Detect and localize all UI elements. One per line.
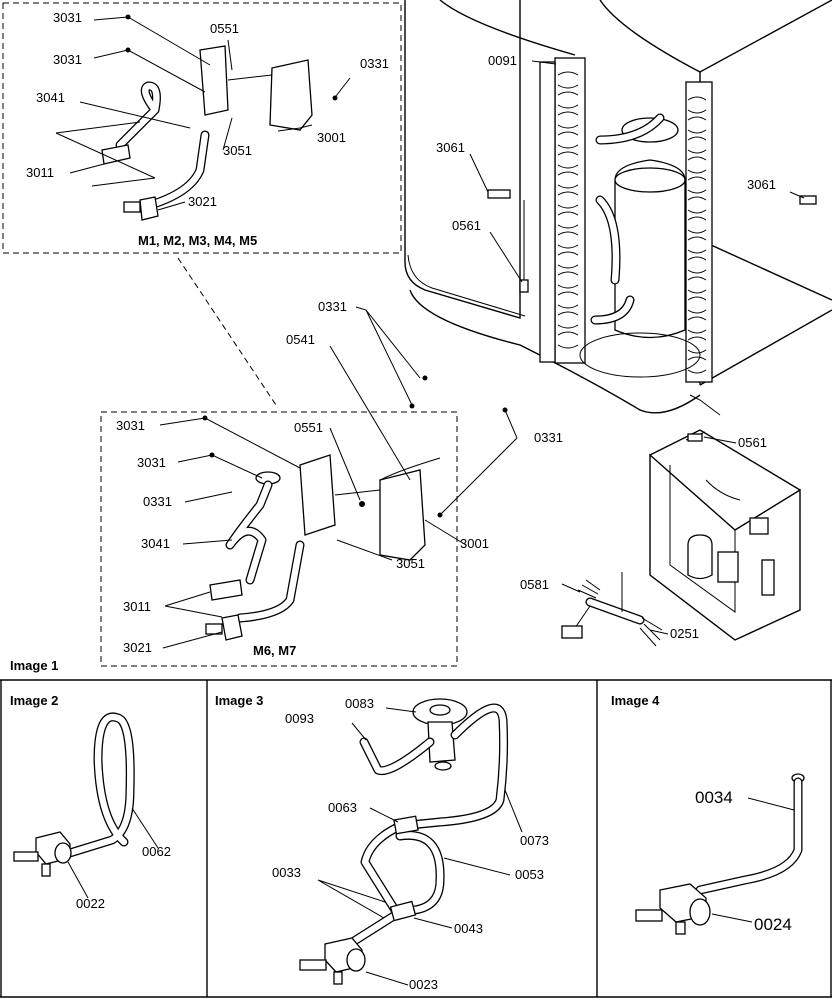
label-3061: 3061 xyxy=(436,140,465,155)
label-0561: 0561 xyxy=(738,435,767,450)
label-0093: 0093 xyxy=(285,711,314,726)
label-0043: 0043 xyxy=(454,921,483,936)
label-0063: 0063 xyxy=(328,800,357,815)
label-0551: 0551 xyxy=(210,21,239,36)
image2-title: Image 2 xyxy=(10,693,58,708)
image4-title: Image 4 xyxy=(611,693,660,708)
panel-frames xyxy=(0,679,832,998)
label-0022: 0022 xyxy=(76,896,105,911)
group-top-label: M1, M2, M3, M4, M5 xyxy=(138,233,257,248)
label-0023: 0023 xyxy=(409,977,438,992)
label-0062: 0062 xyxy=(142,844,171,859)
label-3041: 3041 xyxy=(36,90,65,105)
label-0083: 0083 xyxy=(345,696,374,711)
image4: Image 4 0034 0024 xyxy=(611,693,805,935)
label-3031: 3031 xyxy=(53,10,82,25)
label-0551: 0551 xyxy=(294,420,323,435)
label-3001: 3001 xyxy=(460,536,489,551)
label-3021: 3021 xyxy=(188,194,217,209)
group-bottom-label: M6, M7 xyxy=(253,643,296,658)
label-0024: 0024 xyxy=(754,915,792,934)
condenser-cabinet xyxy=(404,0,832,416)
label-0033: 0033 xyxy=(272,865,301,880)
label-0541: 0541 xyxy=(286,332,315,347)
label-0331: 0331 xyxy=(360,56,389,71)
image3-title: Image 3 xyxy=(215,693,263,708)
label-3031: 3031 xyxy=(116,418,145,433)
label-0073: 0073 xyxy=(520,833,549,848)
label-3051: 3051 xyxy=(396,556,425,571)
loose-parts xyxy=(561,431,706,647)
control-box xyxy=(649,429,801,641)
label-3011: 3011 xyxy=(123,599,151,614)
image1-labels: 3031 3031 0551 0331 3041 3001 3051 3011 … xyxy=(10,10,776,673)
label-3021: 3021 xyxy=(123,640,152,655)
label-0053: 0053 xyxy=(515,867,544,882)
label-3031: 3031 xyxy=(53,52,82,67)
label-0561: 0561 xyxy=(452,218,481,233)
label-3031: 3031 xyxy=(137,455,166,470)
detail-box-top xyxy=(2,2,402,254)
label-0251: 0251 xyxy=(670,626,699,641)
label-0331: 0331 xyxy=(534,430,563,445)
leader-lines-image1 xyxy=(55,14,805,649)
label-3051: 3051 xyxy=(223,143,252,158)
label-0331: 0331 xyxy=(318,299,347,314)
image3: Image 3 0083 0093 0063 0073 00 xyxy=(215,693,549,992)
label-0034: 0034 xyxy=(695,788,733,807)
label-0331: 0331 xyxy=(143,494,172,509)
image1-title: Image 1 xyxy=(10,658,58,673)
group-connector xyxy=(177,257,279,409)
label-3011: 3011 xyxy=(26,165,54,180)
image2: Image 2 0062 0022 xyxy=(10,693,171,911)
label-3001: 3001 xyxy=(317,130,346,145)
label-3041: 3041 xyxy=(141,536,170,551)
label-3061: 3061 xyxy=(747,177,776,192)
label-0581: 0581 xyxy=(520,577,549,592)
label-0091: 0091 xyxy=(488,53,517,68)
